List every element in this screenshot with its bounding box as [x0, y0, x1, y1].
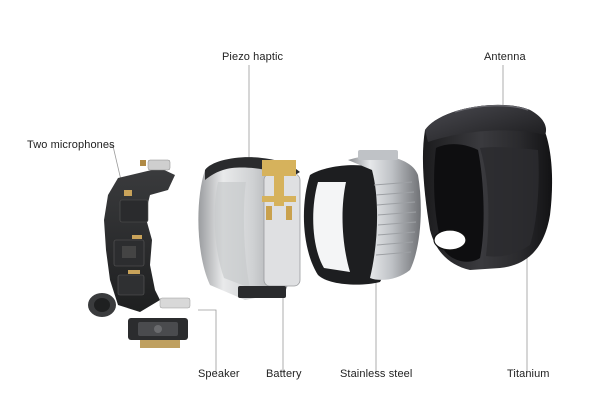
steel-ring-ribs — [373, 181, 417, 256]
label-titanium: Titanium — [507, 368, 550, 380]
label-stainless-steel: Stainless steel — [340, 368, 413, 380]
label-two-microphones: Two microphones — [27, 139, 115, 151]
battery-ring-icon — [198, 157, 301, 300]
leader-lines — [108, 65, 528, 373]
stainless-steel-ring-icon — [303, 150, 421, 285]
label-antenna: Antenna — [484, 51, 526, 63]
electronics-board-icon — [88, 159, 191, 348]
label-speaker: Speaker — [198, 368, 240, 380]
label-battery: Battery — [266, 368, 302, 380]
titanium-shell-icon — [422, 104, 553, 270]
leader-speaker — [198, 309, 217, 373]
label-piezo-haptic: Piezo haptic — [222, 51, 284, 63]
